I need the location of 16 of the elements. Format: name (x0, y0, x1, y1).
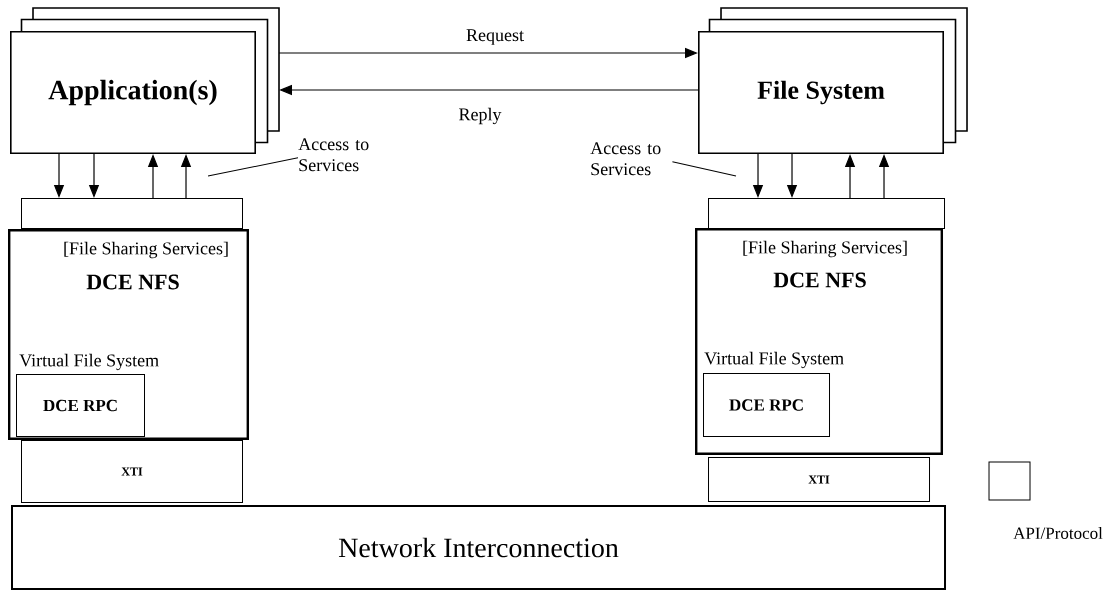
api-box (708, 198, 945, 229)
rpc-box: DCE RPC (703, 373, 830, 437)
legend-text: API/Protocol (1013, 527, 1103, 539)
edge-label: Reply (457, 106, 503, 126)
rpc-box: DCE RPC (16, 374, 145, 437)
stacked-box: Application(s) (10, 7, 280, 154)
callout-text: Access to Services (590, 142, 661, 176)
stacked-box: File System (698, 7, 968, 154)
leader-line (207, 157, 299, 177)
layer-box: XTI (21, 440, 243, 503)
api-box (21, 198, 243, 229)
callout-text: Access to Services (298, 138, 369, 172)
leader-line (671, 161, 737, 177)
edge-label: Request (465, 28, 525, 46)
network-box: Network Interconnection (11, 505, 946, 590)
layer-box: XTI (708, 457, 930, 502)
